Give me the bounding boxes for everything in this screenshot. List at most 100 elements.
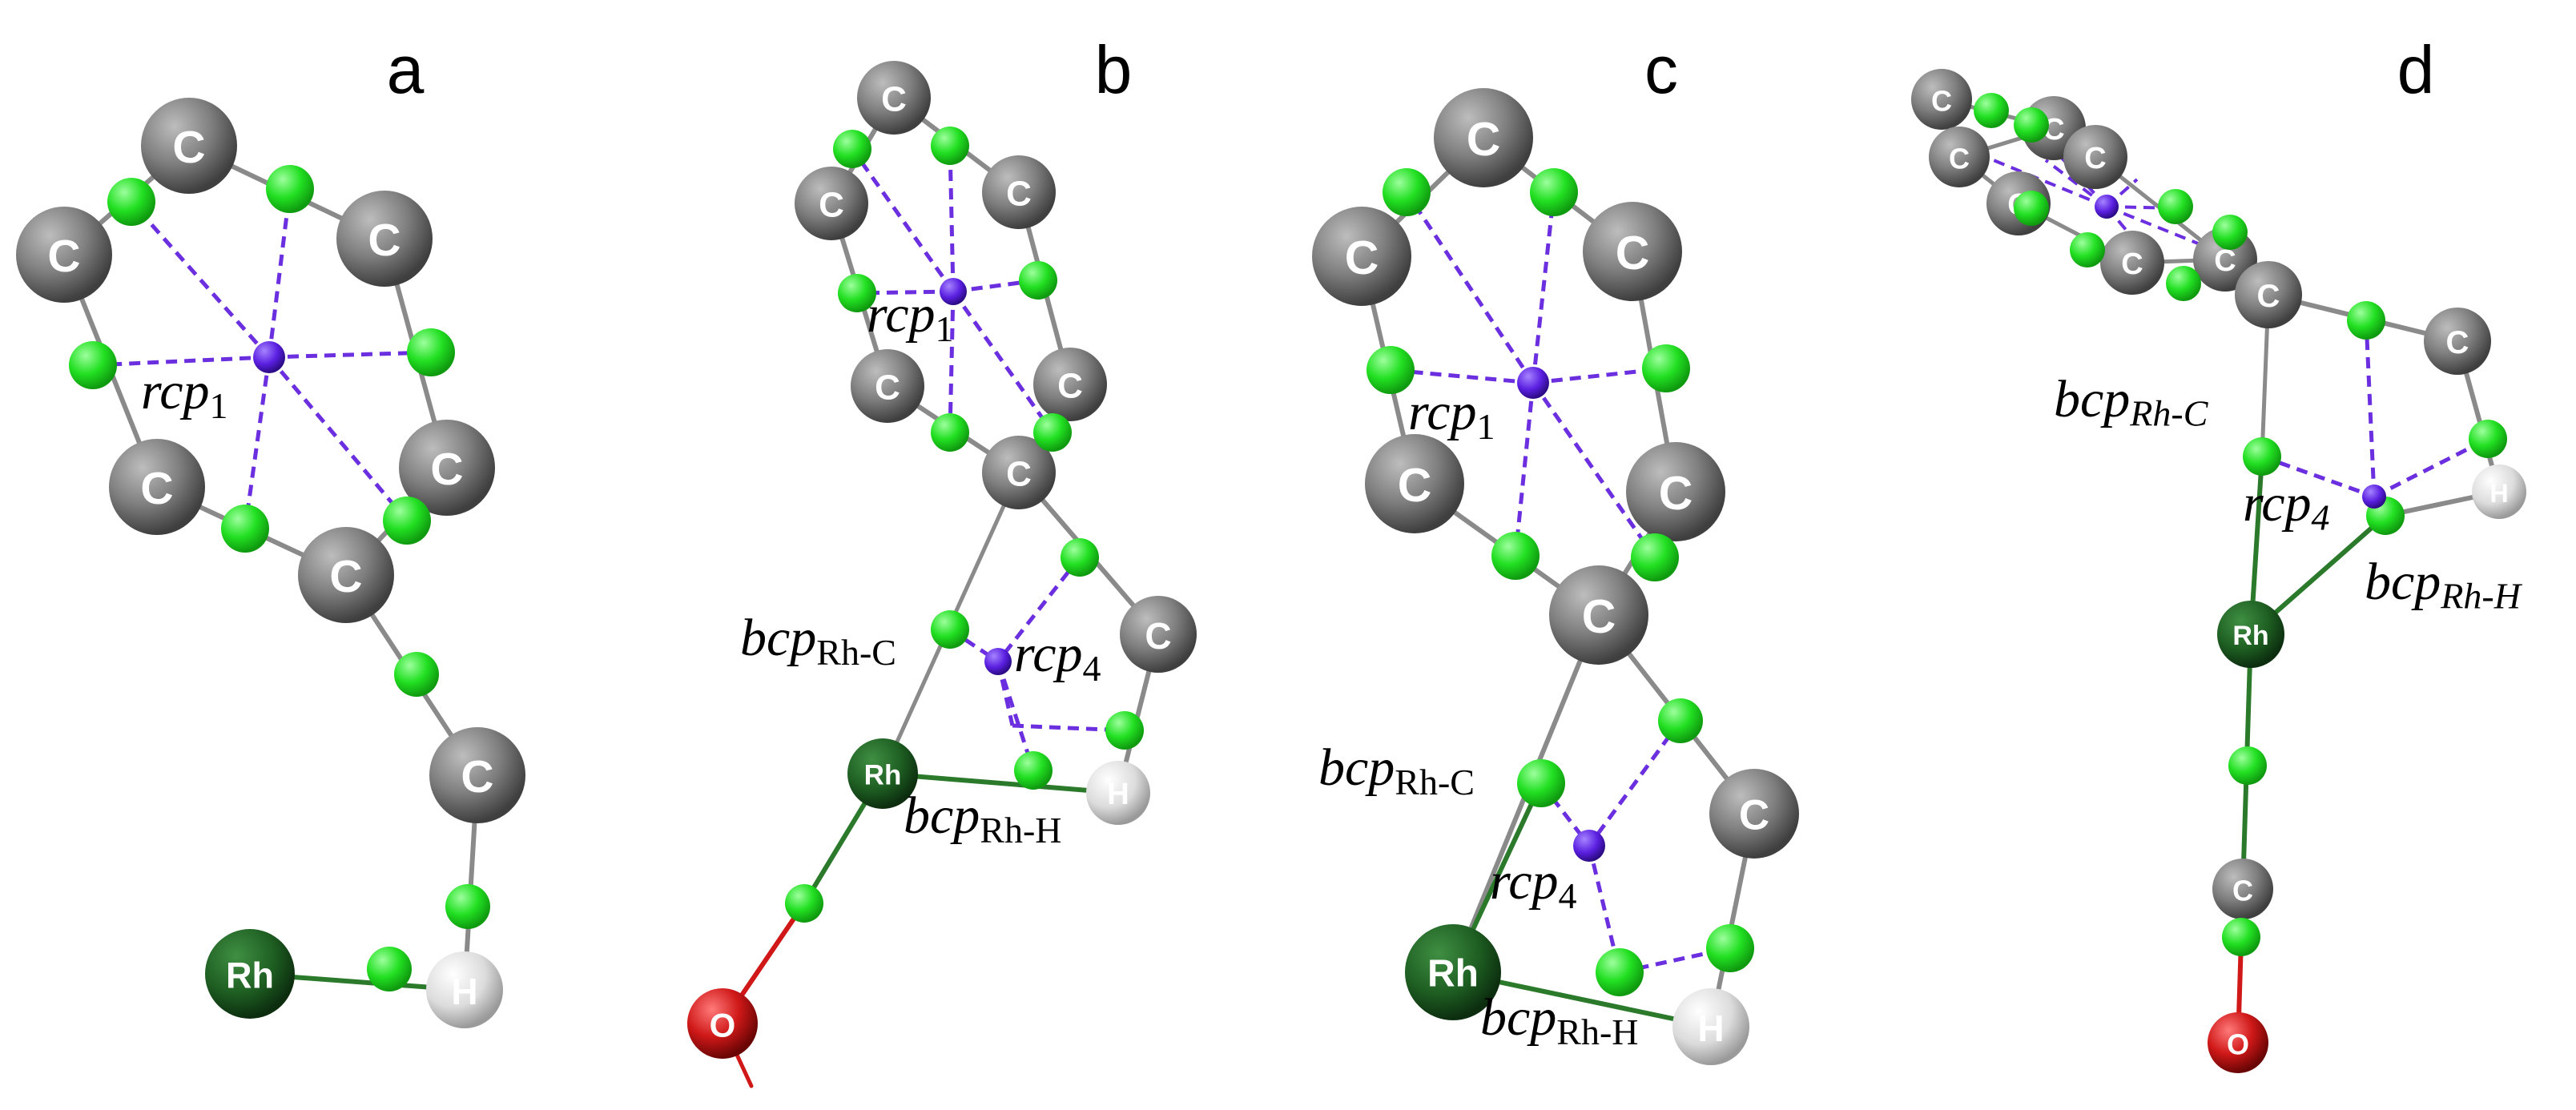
carbon-atom: C (1583, 202, 1682, 301)
bond-critical-point (2347, 301, 2385, 340)
carbon-sphere (1549, 565, 1648, 665)
rcp-dashed-link (948, 291, 956, 433)
carbon-sphere (982, 155, 1056, 229)
carbon-symbol: C (875, 368, 900, 408)
bond-critical-point (107, 178, 155, 226)
bond-critical-point (2014, 191, 2049, 226)
carbon-sphere (1911, 69, 1972, 130)
hydrogen-symbol: H (2489, 479, 2508, 508)
critical-point-label: rcp1 (141, 362, 228, 426)
cp-label-base: rcp (1408, 383, 1477, 441)
bond-critical-point (1517, 759, 1565, 807)
carbon-symbol: C (1739, 792, 1769, 839)
bond-critical-point (838, 274, 876, 312)
critical-point-label: rcp1 (867, 285, 954, 349)
bond-critical-point (2469, 420, 2507, 458)
bond-critical-point (1383, 168, 1431, 216)
bond-critical-point (367, 947, 412, 991)
oxygen-symbol: O (710, 1007, 736, 1044)
rhodium-atom: Rh (205, 929, 295, 1019)
carbon-sphere (1709, 769, 1799, 859)
oxygen-atom: O (687, 988, 758, 1059)
carbon-sphere (795, 167, 868, 240)
bond-critical-point (2014, 107, 2049, 143)
carbon-atom: C (1434, 88, 1533, 187)
carbon-sphere (2212, 859, 2273, 919)
critical-point-label: bcpRh-H (1480, 988, 1639, 1052)
carbon-sphere (1583, 202, 1682, 301)
carbon-atom: C (1312, 207, 1411, 306)
carbon-sphere (336, 191, 433, 287)
hydrogen-atom: H (1086, 761, 1150, 825)
rhodium-atom: Rh (847, 738, 918, 809)
rcp-dashed-link (92, 355, 270, 368)
bond-critical-point (2166, 266, 2201, 301)
carbon-atom: C (298, 527, 394, 623)
cp-label-subscript: Rh-H (1556, 1011, 1638, 1052)
carbon-atom: C (399, 420, 495, 516)
carbon-atom: C (141, 98, 237, 194)
hydrogen-atom: H (1672, 988, 1749, 1065)
bond-critical-point (1530, 168, 1578, 216)
cp-label-subscript: Rh-H (2440, 575, 2522, 616)
bond-critical-point (1014, 751, 1053, 790)
carbon-atom: C (982, 436, 1056, 509)
critical-point-label: bcpRh-H (2365, 553, 2523, 616)
bond-critical-point (383, 497, 431, 545)
carbon-symbol: C (329, 551, 362, 602)
carbon-sphere (1365, 434, 1464, 533)
bond-critical-point (931, 610, 969, 649)
carbon-sphere (399, 420, 495, 516)
carbon-sphere (982, 436, 1056, 509)
rcp-dashed-link (268, 356, 409, 522)
cp-label-base: rcp (2243, 474, 2312, 533)
carbon-symbol: C (2084, 142, 2106, 175)
rcp-dashed-link (1531, 191, 1556, 384)
bond-critical-point (1033, 413, 1072, 452)
cp-label-base: bcp (1480, 988, 1556, 1047)
panel-letter: a (387, 32, 425, 107)
bond-critical-point (445, 884, 490, 929)
carbon-symbol: C (1006, 175, 1032, 214)
carbon-sphere (141, 98, 237, 194)
rhodium-sphere (847, 738, 918, 809)
ring-critical-point (2362, 485, 2386, 509)
carbon-atom: C (982, 155, 1056, 229)
bond-critical-point (2243, 437, 2281, 476)
carbon-symbol: C (2214, 244, 2236, 278)
bond-critical-point (1105, 711, 1144, 750)
cp-label-subscript: Rh-C (816, 632, 896, 673)
hydrogen-symbol: H (1697, 1007, 1724, 1049)
bond-critical-point (394, 652, 439, 697)
critical-point-label: bcpRh-C (2054, 370, 2209, 433)
carbon-symbol: C (1467, 113, 1501, 166)
rcp-dashed-link (2044, 159, 2108, 208)
carbon-atom: C (1929, 127, 1990, 187)
carbon-symbol: C (1398, 459, 1432, 512)
panel-letter: b (1095, 32, 1133, 107)
carbon-sphere (1929, 127, 1990, 187)
cp-label-base: bcp (2365, 553, 2441, 611)
oxygen-sphere (2208, 1012, 2268, 1073)
rcp-dashed-link (2261, 454, 2375, 499)
carbon-atom: C (1626, 442, 1725, 541)
cp-label-base: rcp (867, 285, 936, 344)
carbon-symbol: C (1949, 143, 1970, 175)
bond-critical-point (2212, 215, 2248, 250)
carbon-atom: C (1033, 348, 1107, 421)
critical-point-label: bcpRh-C (740, 609, 896, 673)
carbon-sphere (109, 439, 205, 535)
bond-critical-point (266, 165, 314, 213)
rcp-dashed-link (1587, 845, 1622, 973)
bond-critical-point (2228, 746, 2267, 785)
panel-letter: c (1644, 32, 1678, 107)
rcp-dashed-link (850, 147, 956, 293)
hydrogen-sphere (1672, 988, 1749, 1065)
critical-point-label: rcp4 (2243, 474, 2330, 537)
carbon-atom: C (109, 439, 205, 535)
carbon-atom: C (2100, 231, 2164, 295)
carbon-atom: C (2063, 125, 2127, 189)
rhodium-symbol: Rh (2232, 621, 2268, 651)
rcp-dashed-link (996, 556, 1081, 663)
oxygen-atom: O (2208, 1012, 2268, 1073)
